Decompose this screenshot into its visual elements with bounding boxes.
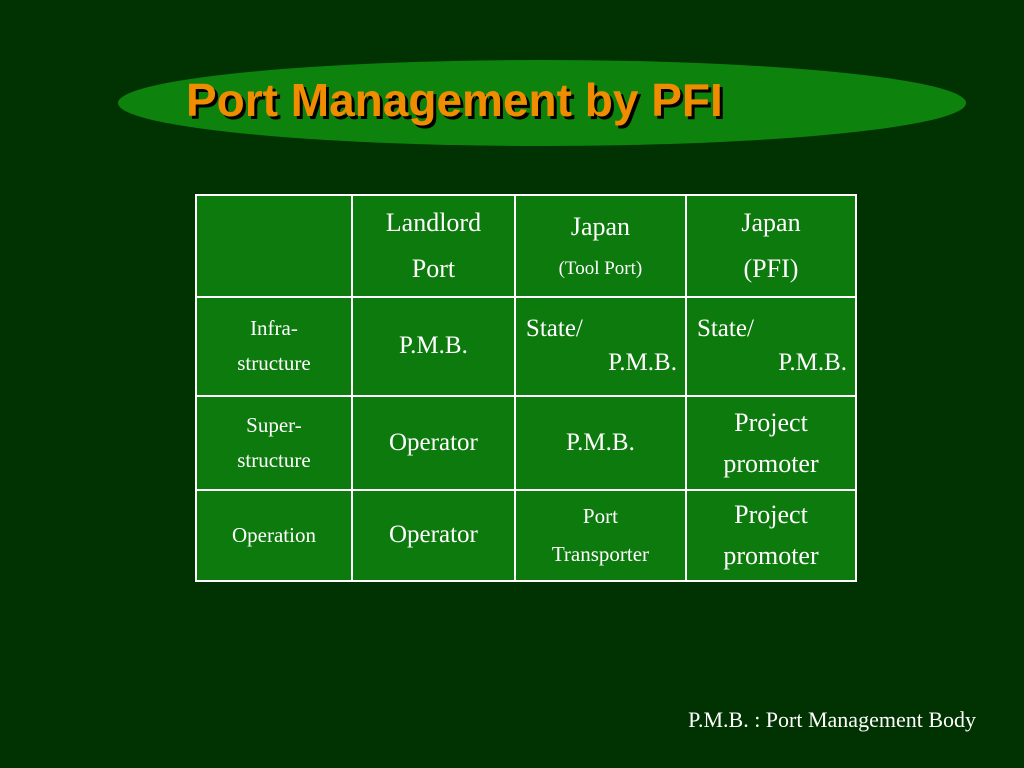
cell-super-pfi: Project promoter (684, 395, 858, 491)
cell-super-pfi-line2: promoter (723, 448, 819, 478)
header-landlord-line2: Port (411, 253, 456, 283)
cell-infra-tool-line2: P.M.B. (608, 349, 677, 377)
comparison-table: Landlord Port Japan (Tool Port) Japan (P… (195, 194, 858, 583)
cell-op-landlord: Operator (350, 488, 516, 583)
row-label-operation: Operation (195, 488, 353, 583)
header-pfi-line1: Japan (741, 207, 801, 237)
corner-cell (195, 194, 353, 298)
cell-super-pfi-line1: Project (734, 407, 808, 437)
cell-op-pfi-line2: promoter (723, 541, 819, 571)
table-row: Infra- structure P.M.B. State/ P.M.B. St… (195, 295, 858, 398)
cell-op-tool-line2: Transporter (551, 542, 650, 567)
footnote: P.M.B. : Port Management Body (688, 707, 976, 732)
row-label-line2: structure (237, 447, 311, 472)
cell-super-tool: P.M.B. (513, 395, 687, 491)
cell-op-pfi-line1: Project (734, 500, 808, 530)
cell-super-landlord: Operator (350, 395, 516, 491)
row-label-line1: Infra- (250, 316, 298, 341)
cell-op-tool: Port Transporter (513, 488, 687, 583)
cell-infra-landlord: P.M.B. (350, 295, 516, 398)
cell-op-pfi: Project promoter (684, 488, 858, 583)
title-ellipse (118, 60, 966, 146)
page-title: Port Management by PFI (186, 74, 723, 126)
cell-infra-pfi-line2: P.M.B. (778, 349, 847, 377)
header-landlord-port: Landlord Port (350, 194, 516, 298)
row-label-infrastructure: Infra- structure (195, 295, 353, 398)
table-row: Super- structure Operator P.M.B. Project… (195, 395, 858, 491)
header-tool-line1: Japan (570, 211, 631, 241)
header-landlord-line1: Landlord (385, 207, 482, 237)
cell-infra-tool-line1: State/ (525, 315, 583, 343)
header-pfi-line2: (PFI) (743, 253, 799, 283)
header-tool-line2: (Tool Port) (558, 257, 643, 279)
row-label-superstructure: Super- structure (195, 395, 353, 491)
cell-infra-pfi: State/ P.M.B. (684, 295, 858, 398)
header-japan-pfi: Japan (PFI) (684, 194, 858, 298)
row-label-line1: Operation (231, 522, 316, 547)
table-row: Operation Operator Port Transporter Proj… (195, 488, 858, 583)
row-label-line2: structure (237, 351, 311, 376)
cell-infra-tool: State/ P.M.B. (513, 295, 687, 398)
header-row: Landlord Port Japan (Tool Port) Japan (P… (195, 194, 858, 298)
header-japan-tool-port: Japan (Tool Port) (513, 194, 687, 298)
row-label-line1: Super- (246, 412, 302, 437)
cell-op-tool-line1: Port (582, 504, 618, 529)
cell-infra-pfi-line1: State/ (696, 315, 754, 343)
